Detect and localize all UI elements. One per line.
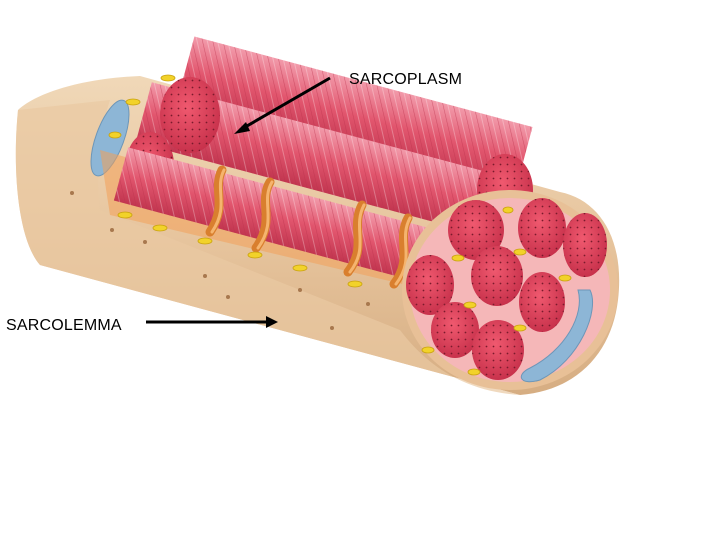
nucleus-left — [90, 99, 130, 177]
t-tubules — [205, 165, 413, 289]
myofibrils — [113, 36, 533, 289]
label-sarcoplasm: SARCOPLASM — [349, 71, 463, 88]
cross-section — [402, 190, 618, 390]
arrow-sarcoplasm — [234, 76, 331, 134]
arrow-sarcolemma — [146, 316, 278, 328]
nucleus-right — [520, 289, 594, 383]
label-sarcolemma: SARCOLEMMA — [6, 317, 122, 334]
